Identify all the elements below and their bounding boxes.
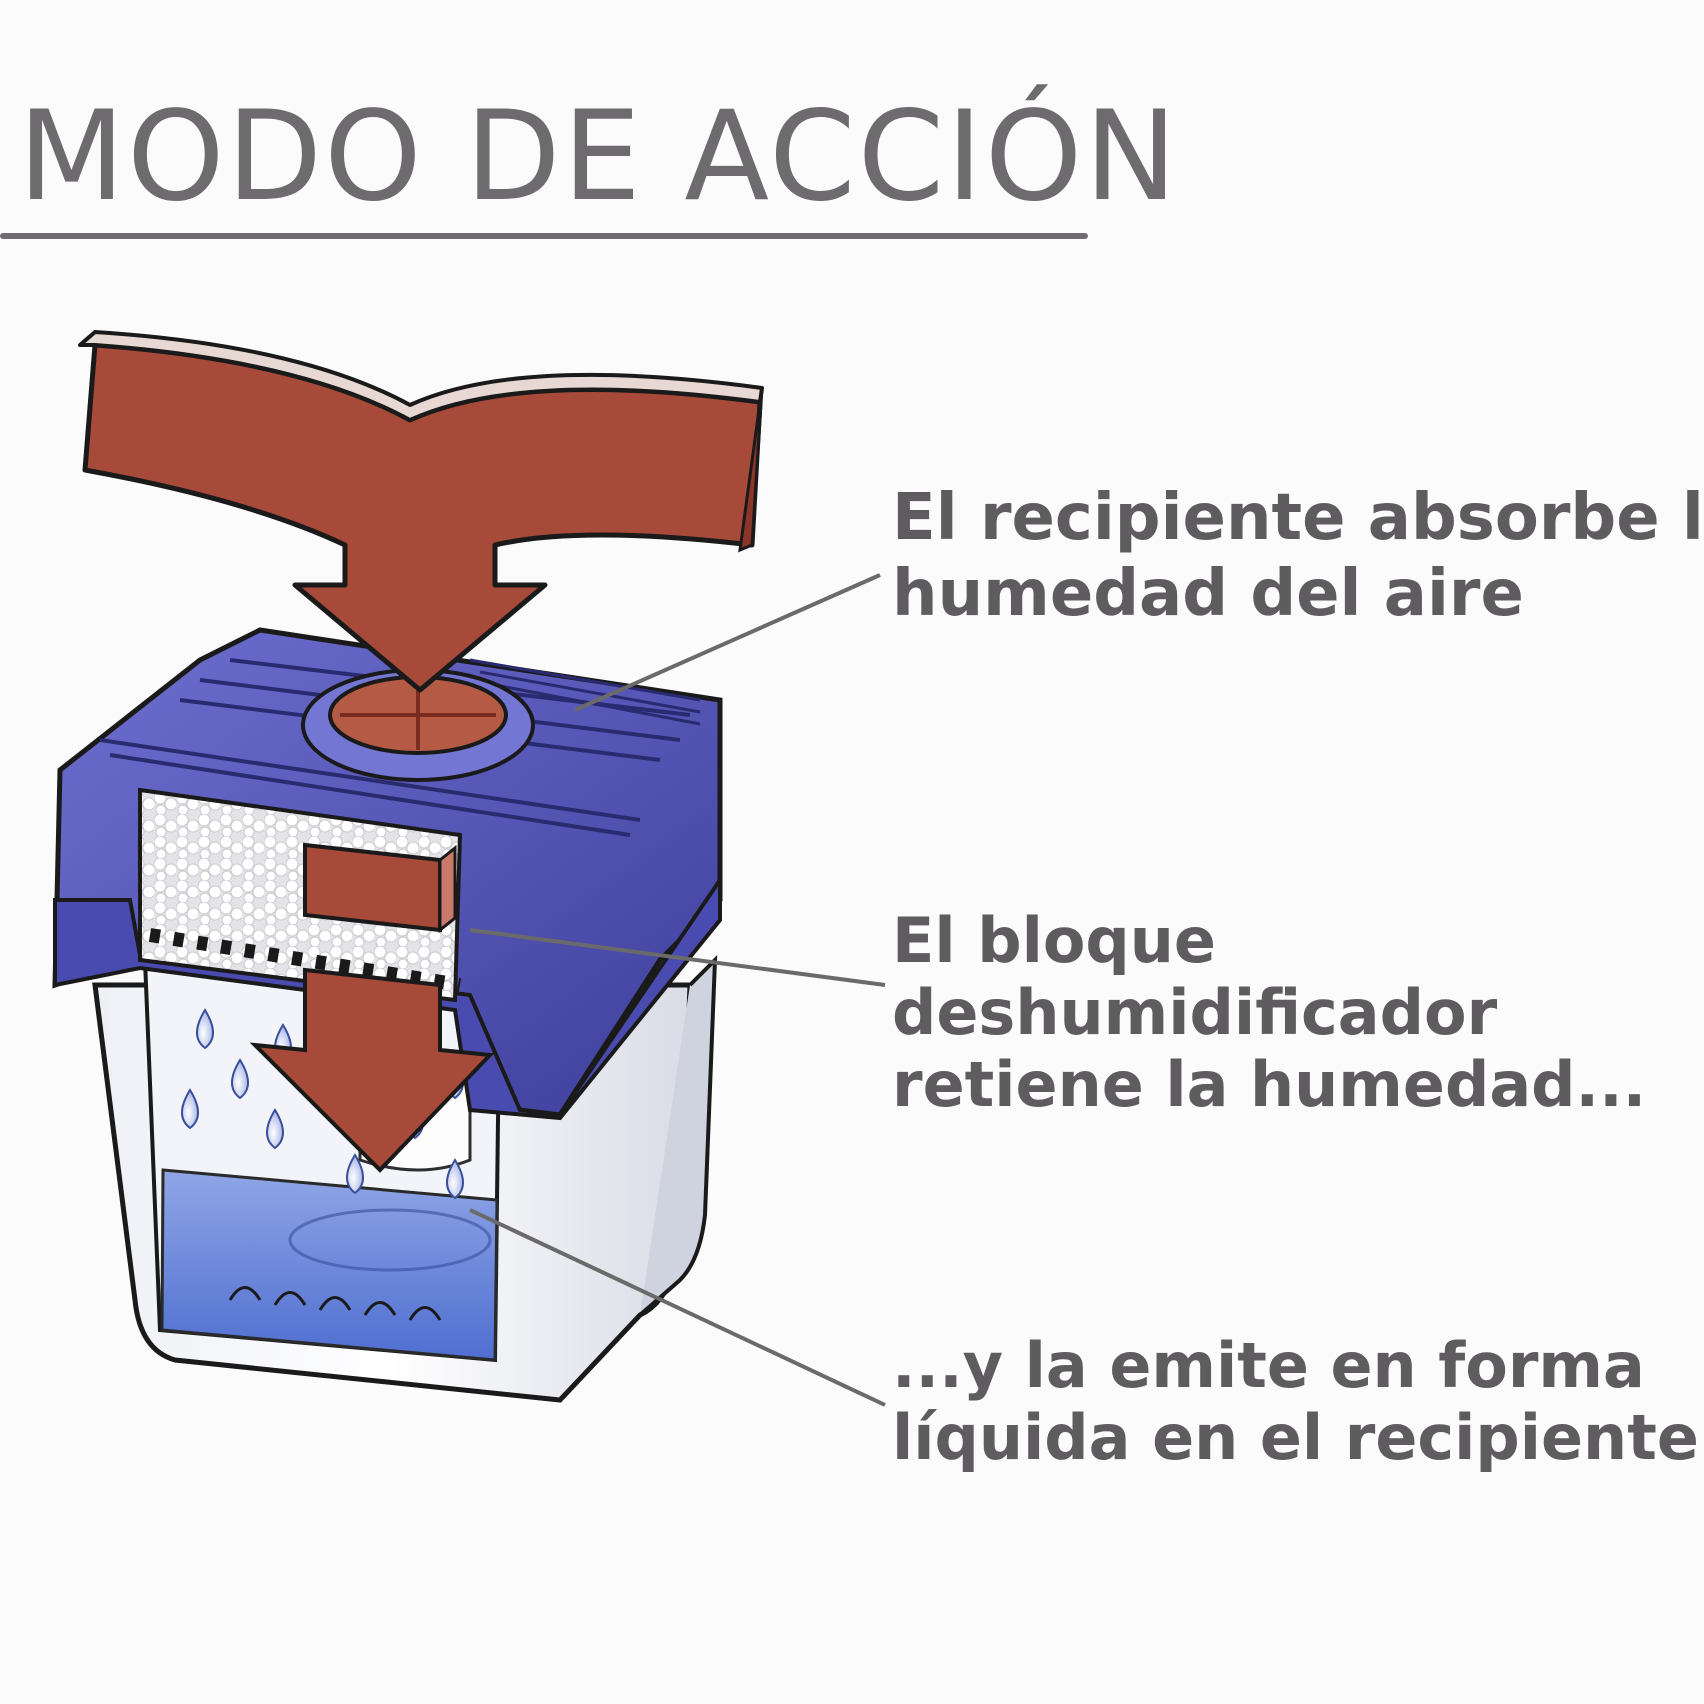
leader-lines [469, 573, 886, 1407]
down-arrow-icon [78, 330, 764, 693]
step-2-line-3: retiene la humedad... [892, 1048, 1647, 1121]
step-1-label: El recipiente absorbe la humedad del air… [892, 480, 1704, 632]
step-2-label: El bloque deshumidificador retiene la hu… [892, 905, 1646, 1121]
step-3-line-2: líquida en el recipiente [892, 1401, 1699, 1474]
droplet-icon [346, 1153, 364, 1195]
inner-arrow-icon [249, 842, 495, 1173]
step-3-line-1: ...y la emite en forma [892, 1329, 1645, 1402]
leader-line-3 [469, 1208, 886, 1407]
step-3-label: ...y la emite en forma líquida en el rec… [892, 1330, 1699, 1474]
step-2-line-2: deshumidificador [892, 976, 1498, 1049]
leader-line-1 [574, 573, 881, 712]
droplet-icon [181, 1088, 199, 1130]
title-underline [0, 233, 1088, 239]
droplet-icon [266, 1108, 284, 1150]
droplet-icon [196, 1008, 214, 1050]
leader-line-2 [469, 928, 886, 987]
step-2-line-1: El bloque [892, 904, 1216, 977]
step-1-line-2: humedad del aire [892, 557, 1524, 631]
droplet-icon [231, 1058, 249, 1100]
step-1-line-1: El recipiente absorbe la [892, 481, 1704, 555]
page-title: MODO DE ACCIÓN [18, 85, 1180, 229]
droplet-icon [446, 1158, 464, 1200]
